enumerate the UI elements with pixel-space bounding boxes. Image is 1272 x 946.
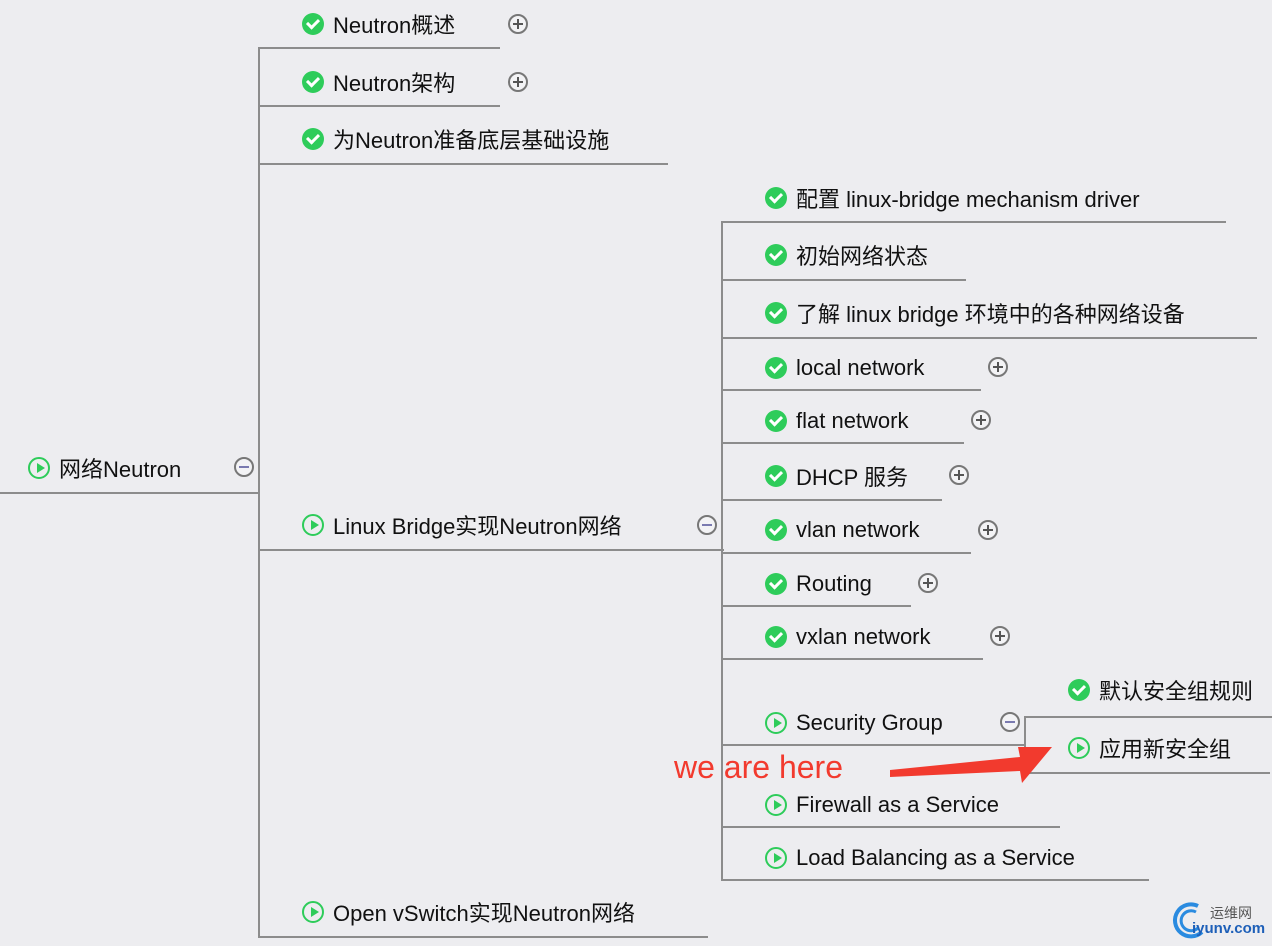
check-icon	[765, 465, 787, 487]
connector	[258, 549, 724, 551]
node-label: 初始网络状态	[796, 244, 929, 269]
node-neutron-overview[interactable]: Neutron概述	[302, 10, 455, 38]
check-icon	[765, 626, 787, 648]
check-icon	[302, 13, 324, 35]
node-label: Routing	[796, 571, 872, 596]
connector	[258, 48, 260, 938]
connector	[721, 605, 911, 607]
root-underline	[0, 492, 260, 494]
connector	[721, 826, 1060, 828]
node-network-devices[interactable]: 了解 linux bridge 环境中的各种网络设备	[765, 299, 1185, 327]
node-apply-new-group[interactable]: 应用新安全组	[1068, 734, 1231, 762]
node-vlan-network[interactable]: vlan network	[765, 516, 920, 544]
expand-toggle[interactable]	[990, 626, 1010, 646]
node-label: DHCP 服务	[796, 465, 909, 490]
node-load-balancing[interactable]: Load Balancing as a Service	[765, 844, 1075, 872]
connector	[258, 936, 708, 938]
check-icon	[765, 410, 787, 432]
node-firewall[interactable]: Firewall as a Service	[765, 791, 999, 819]
node-label: 配置 linux-bridge mechanism driver	[796, 187, 1140, 212]
connector	[1024, 716, 1026, 773]
connector	[721, 879, 1149, 881]
check-icon	[765, 244, 787, 266]
annotation-text: we are here	[674, 749, 843, 785]
watermark-logo-icon	[1173, 902, 1204, 939]
check-icon	[765, 573, 787, 595]
node-label: Neutron概述	[333, 13, 456, 38]
node-label: Firewall as a Service	[796, 792, 999, 817]
connector	[1024, 716, 1272, 718]
node-security-group[interactable]: Security Group	[765, 709, 943, 737]
expand-toggle[interactable]	[508, 72, 528, 92]
check-icon	[1068, 679, 1090, 701]
node-vxlan-network[interactable]: vxlan network	[765, 623, 931, 651]
play-icon	[302, 901, 324, 923]
collapse-toggle[interactable]	[697, 515, 717, 535]
play-icon	[765, 794, 787, 816]
node-label: vlan network	[796, 517, 920, 542]
connector	[721, 499, 942, 501]
node-label: 为Neutron准备底层基础设施	[333, 128, 610, 153]
node-configure-driver[interactable]: 配置 linux-bridge mechanism driver	[765, 184, 1140, 212]
check-icon	[765, 519, 787, 541]
node-label: 应用新安全组	[1099, 737, 1232, 762]
node-infrastructure[interactable]: 为Neutron准备底层基础设施	[302, 125, 609, 153]
expand-toggle[interactable]	[949, 465, 969, 485]
connector	[721, 279, 966, 281]
node-local-network[interactable]: local network	[765, 354, 924, 382]
check-icon	[765, 302, 787, 324]
root-node[interactable]: 网络Neutron	[28, 454, 181, 482]
expand-toggle[interactable]	[988, 357, 1008, 377]
connector	[721, 389, 981, 391]
collapse-toggle[interactable]	[234, 457, 254, 477]
check-icon	[765, 187, 787, 209]
node-label: 了解 linux bridge 环境中的各种网络设备	[796, 302, 1185, 327]
connector	[1024, 772, 1270, 774]
node-flat-network[interactable]: flat network	[765, 407, 909, 435]
node-open-vswitch[interactable]: Open vSwitch实现Neutron网络	[302, 898, 635, 926]
node-label: 默认安全组规则	[1099, 679, 1254, 704]
connector	[721, 658, 983, 660]
check-icon	[302, 71, 324, 93]
connector	[721, 552, 971, 554]
node-label: Neutron架构	[333, 71, 456, 96]
node-label: local network	[796, 355, 925, 380]
play-icon	[302, 514, 324, 536]
collapse-toggle[interactable]	[1000, 712, 1020, 732]
watermark-url: iyunv.com	[1192, 920, 1266, 937]
node-label: Load Balancing as a Service	[796, 845, 1075, 870]
connector	[721, 337, 1257, 339]
connector	[721, 744, 1026, 746]
node-dhcp[interactable]: DHCP 服务	[765, 462, 908, 490]
expand-toggle[interactable]	[918, 573, 938, 593]
play-icon	[765, 712, 787, 734]
node-label: Security Group	[796, 710, 943, 735]
check-icon	[765, 357, 787, 379]
play-icon	[1068, 737, 1090, 759]
connector	[721, 221, 1226, 223]
connector	[258, 163, 668, 165]
play-icon	[765, 847, 787, 869]
node-label: 网络Neutron	[59, 457, 182, 482]
node-neutron-architecture[interactable]: Neutron架构	[302, 68, 455, 96]
expand-toggle[interactable]	[978, 520, 998, 540]
connector	[721, 222, 723, 881]
expand-toggle[interactable]	[508, 14, 528, 34]
node-label: vxlan network	[796, 624, 931, 649]
connector	[258, 47, 500, 49]
red-arrow-icon	[890, 747, 1052, 783]
node-default-rules[interactable]: 默认安全组规则	[1068, 676, 1253, 704]
expand-toggle[interactable]	[971, 410, 991, 430]
node-initial-state[interactable]: 初始网络状态	[765, 241, 928, 269]
watermark-text: 运维网	[1210, 905, 1252, 921]
check-icon	[302, 128, 324, 150]
node-label: Open vSwitch实现Neutron网络	[333, 901, 635, 926]
play-icon	[28, 457, 50, 479]
connector	[258, 105, 500, 107]
node-label: flat network	[796, 408, 909, 433]
node-label: Linux Bridge实现Neutron网络	[333, 514, 622, 539]
node-linux-bridge[interactable]: Linux Bridge实现Neutron网络	[302, 511, 622, 539]
connector	[721, 442, 964, 444]
node-routing[interactable]: Routing	[765, 570, 872, 598]
